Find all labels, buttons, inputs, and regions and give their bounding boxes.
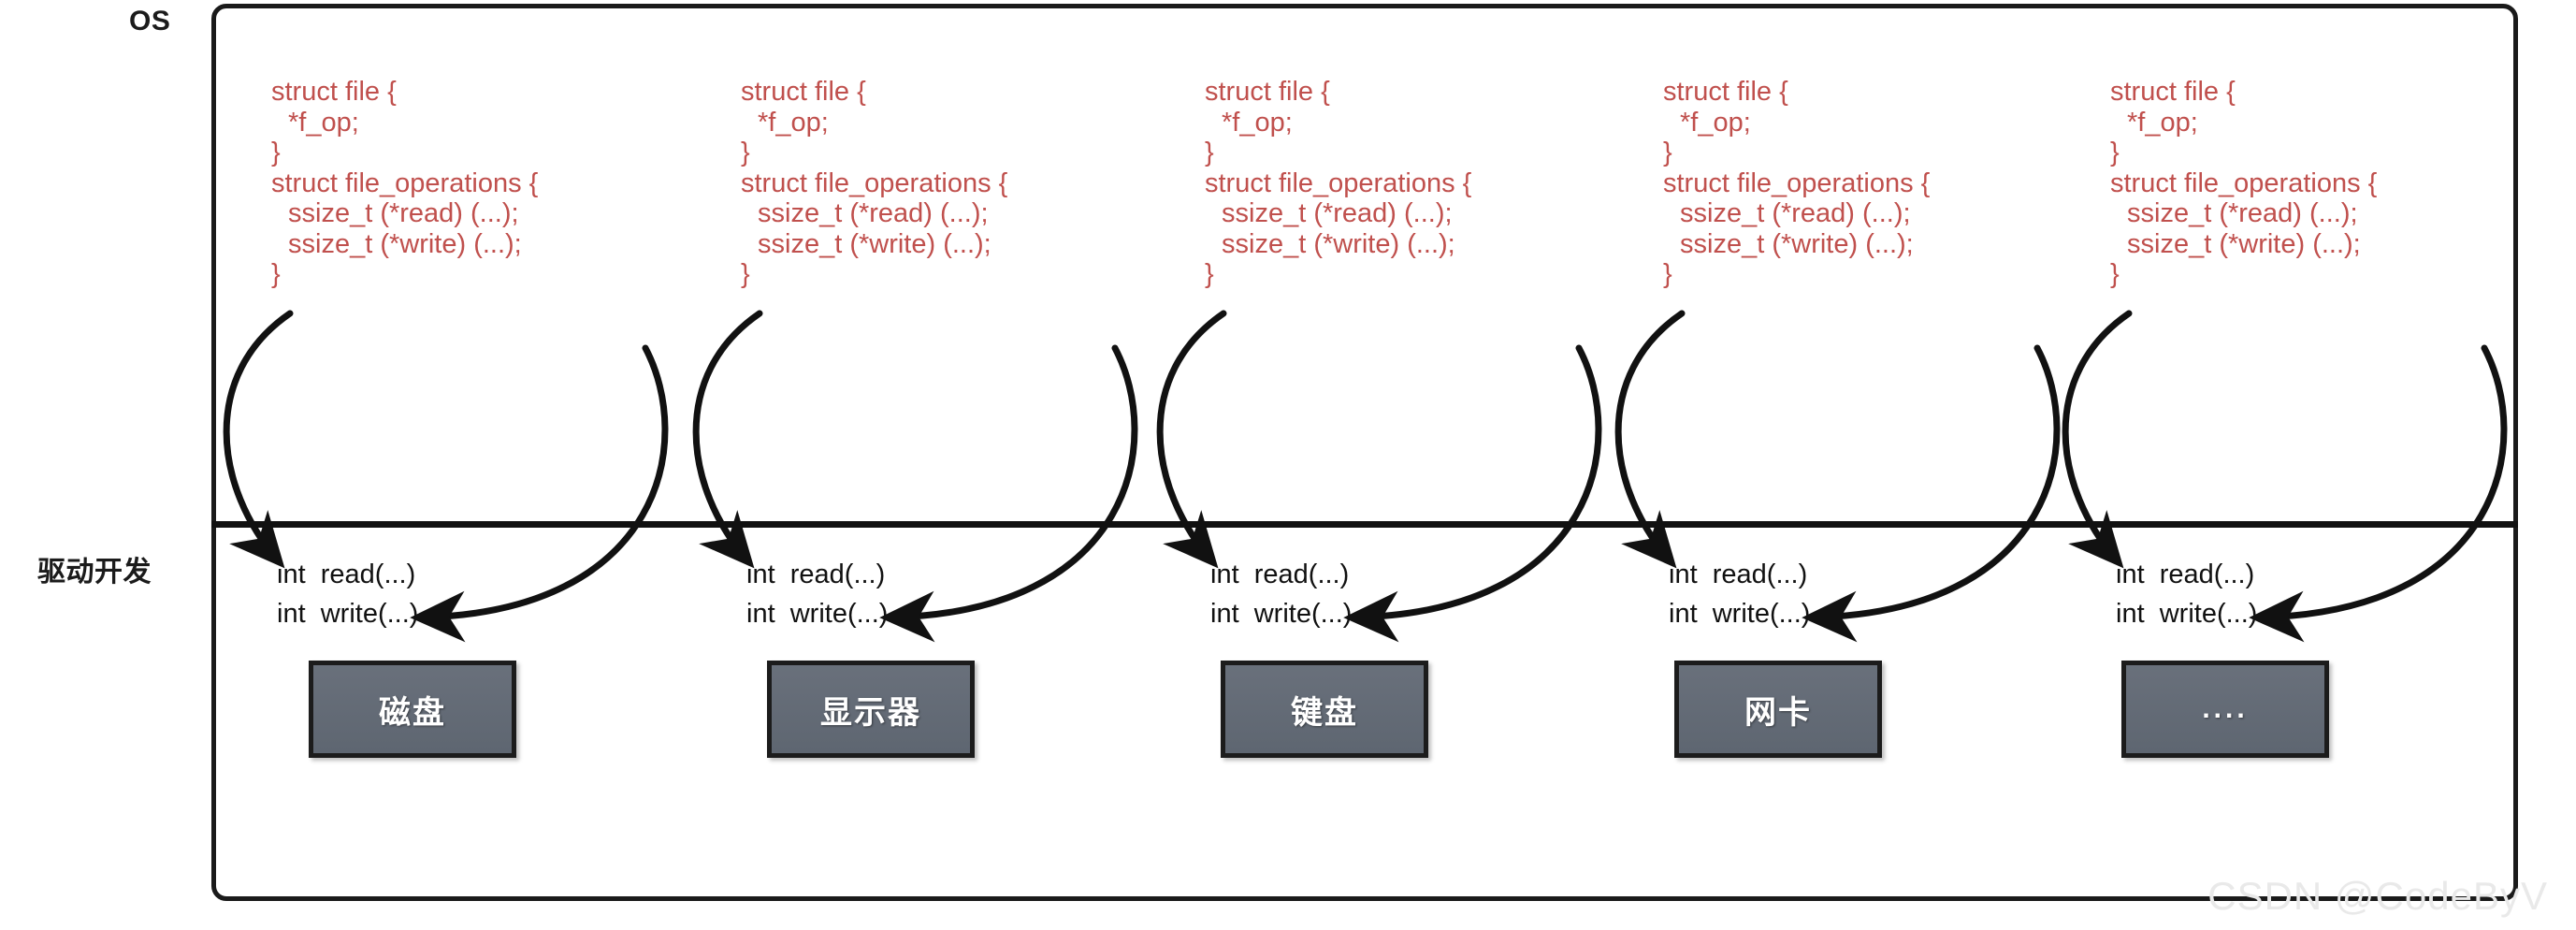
code-line: } (2110, 138, 2120, 167)
driver-function-line: int read(...) (1210, 559, 1350, 589)
code-line: *f_op; (1222, 107, 1293, 138)
code-line: } (1205, 138, 1214, 167)
driver-functions-2: int read(...) int write(...) (1210, 555, 1352, 633)
driver-function-line: int write(...) (1669, 599, 1811, 629)
os-code-block-1: struct file {*f_op;}struct file_operatio… (741, 77, 1007, 290)
code-line: } (741, 259, 750, 289)
driver-function-line: int read(...) (1669, 559, 1808, 589)
code-line: ssize_t (*write) (...); (1680, 228, 1914, 259)
device-column-3: struct file {*f_op;}struct file_operatio… (1663, 0, 2131, 930)
code-line: ssize_t (*read) (...); (758, 198, 989, 228)
code-line: struct file_operations { (1205, 167, 1472, 198)
code-line: ssize_t (*read) (...); (1680, 198, 1911, 228)
driver-functions-4: int read(...) int write(...) (2116, 555, 2257, 633)
driver-function-line: int write(...) (746, 599, 889, 629)
driver-functions-3: int read(...) int write(...) (1669, 555, 1810, 633)
code-line: *f_op; (1680, 107, 1751, 138)
code-line: struct file { (2110, 77, 2236, 107)
code-line: struct file { (741, 77, 866, 107)
code-line: } (2110, 259, 2120, 289)
code-line: struct file { (1205, 77, 1330, 107)
os-code-block-2: struct file {*f_op;}struct file_operatio… (1205, 77, 1471, 290)
device-column-4: struct file {*f_op;}struct file_operatio… (2110, 0, 2576, 930)
code-line: ssize_t (*write) (...); (2127, 228, 2361, 259)
driver-function-line: int read(...) (2116, 559, 2255, 589)
code-line: struct file_operations { (271, 167, 539, 198)
driver-function-line: int write(...) (2116, 599, 2258, 629)
driver-functions-1: int read(...) int write(...) (746, 555, 888, 633)
device-box-0[interactable]: 磁盘 (309, 661, 516, 758)
code-line: ssize_t (*write) (...); (1222, 228, 1455, 259)
device-label: 磁盘 (379, 694, 446, 731)
device-box-3[interactable]: 网卡 (1674, 661, 1882, 758)
code-line: ssize_t (*read) (...); (2127, 198, 2358, 228)
code-line: } (1205, 259, 1214, 289)
code-line: struct file { (1663, 77, 1788, 107)
os-code-block-3: struct file {*f_op;}struct file_operatio… (1663, 77, 1930, 290)
device-label: 键盘 (1291, 694, 1358, 731)
driver-function-line: int read(...) (746, 559, 886, 589)
code-line: struct file_operations { (2110, 167, 2378, 198)
code-line: ssize_t (*read) (...); (288, 198, 519, 228)
code-line: *f_op; (288, 107, 359, 138)
code-line: ssize_t (*write) (...); (758, 228, 991, 259)
os-layer-label: OS (129, 6, 171, 36)
code-line: *f_op; (758, 107, 829, 138)
driver-function-line: int read(...) (277, 559, 416, 589)
device-column-1: struct file {*f_op;}struct file_operatio… (741, 0, 1208, 930)
driver-function-line: int write(...) (277, 599, 419, 629)
code-line: } (1663, 138, 1672, 167)
device-column-2: struct file {*f_op;}struct file_operatio… (1205, 0, 1672, 930)
driver-function-line: int write(...) (1210, 599, 1353, 629)
code-line: } (741, 138, 750, 167)
code-line: struct file { (271, 77, 397, 107)
code-line: *f_op; (2127, 107, 2198, 138)
os-code-block-0: struct file {*f_op;}struct file_operatio… (271, 77, 538, 290)
device-box-2[interactable]: 键盘 (1221, 661, 1428, 758)
device-label: 显示器 (820, 694, 921, 731)
code-line: struct file_operations { (741, 167, 1008, 198)
driver-functions-0: int read(...) int write(...) (277, 555, 418, 633)
code-line: } (271, 259, 281, 289)
code-line: ssize_t (*read) (...); (1222, 198, 1453, 228)
driver-layer-label: 驱动开发 (37, 557, 152, 588)
device-box-4[interactable]: .... (2121, 661, 2329, 758)
code-line: ssize_t (*write) (...); (288, 228, 522, 259)
csdn-watermark: CSDN @CodeByV (2207, 874, 2548, 918)
device-column-0: struct file {*f_op;}struct file_operatio… (271, 0, 739, 930)
os-code-block-4: struct file {*f_op;}struct file_operatio… (2110, 77, 2377, 290)
code-line: } (1663, 259, 1672, 289)
device-label: 网卡 (1744, 694, 1812, 731)
device-box-1[interactable]: 显示器 (767, 661, 975, 758)
code-line: struct file_operations { (1663, 167, 1931, 198)
device-label: .... (2202, 693, 2249, 724)
code-line: } (271, 138, 281, 167)
